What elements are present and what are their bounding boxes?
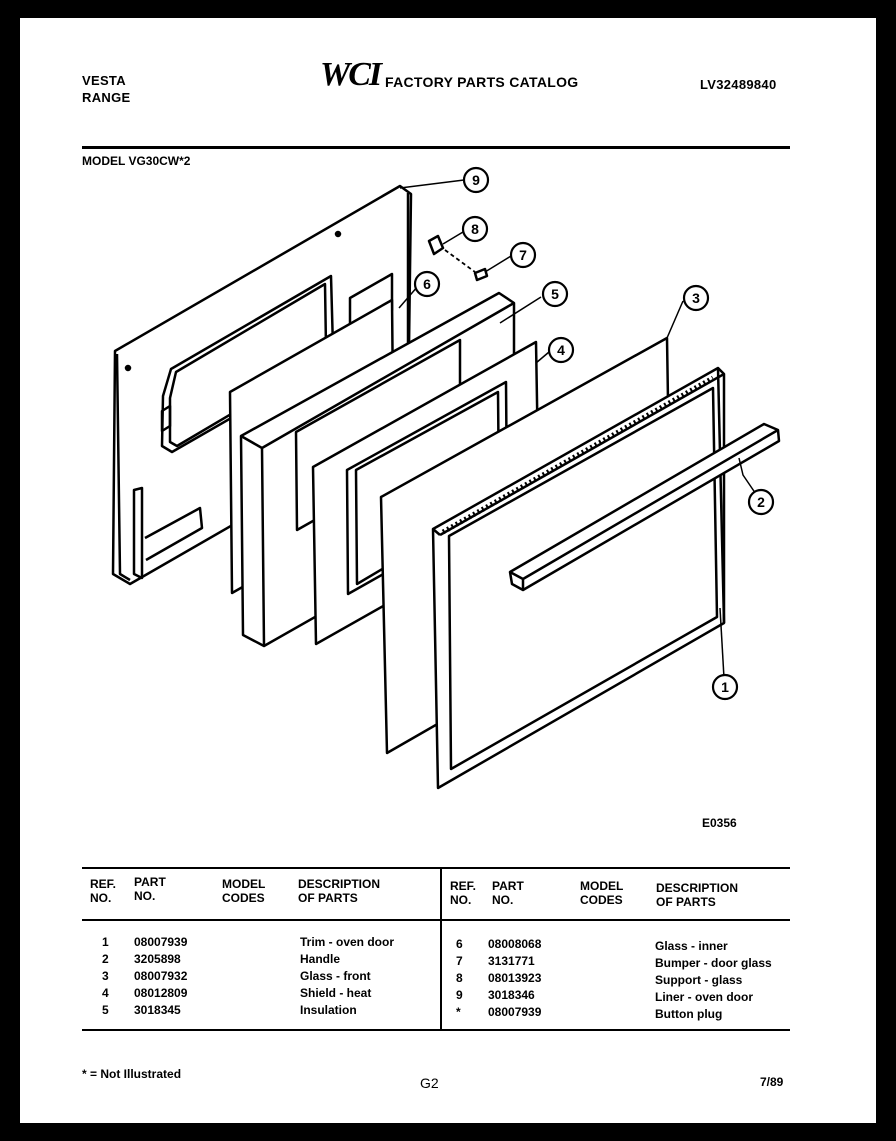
callout-8: 8 [461, 215, 489, 243]
callout-3: 3 [682, 284, 710, 312]
right-ref-header: REF. NO. [450, 879, 476, 907]
catalog-number: LV32489840 [700, 77, 777, 92]
table-cell: 3131771 [488, 954, 535, 968]
table-cell: 2 [102, 952, 109, 966]
right-desc-column: Glass - inner Bumper - door glass Suppor… [655, 938, 772, 1023]
table-cell: Handle [300, 952, 341, 966]
callout-2-label: 2 [757, 494, 765, 510]
part-2-handle [508, 422, 781, 592]
callout-4: 4 [547, 336, 575, 364]
right-part-column: 08008068 3131771 08013923 3018346 080079… [488, 936, 541, 1021]
table-cell: 08008068 [488, 937, 542, 951]
header-rule [82, 146, 790, 149]
callout-5: 5 [541, 280, 569, 308]
header-text: DESCRIPTION [298, 877, 381, 891]
wci-logo: WCI [320, 56, 382, 93]
right-model-header: MODEL CODES [580, 879, 623, 907]
catalog-page: VESTA RANGE WCI FACTORY PARTS CATALOG LV… [20, 18, 876, 1123]
header-text: CODES [580, 893, 623, 907]
table-cell: 3205898 [134, 952, 181, 966]
table-cell: 9 [456, 988, 463, 1002]
header-text: REF. [90, 877, 117, 891]
table-cell: 4 [102, 986, 109, 1000]
table-cell: 5 [102, 1003, 109, 1017]
callout-4-label: 4 [557, 342, 565, 358]
callout-2: 2 [747, 488, 775, 516]
header-text: NO. [450, 893, 472, 907]
callout-7-label: 7 [519, 247, 527, 263]
brand-line-2: RANGE [82, 90, 131, 105]
table-cell: Liner - oven door [655, 990, 754, 1004]
left-part-column: 08007939 3205898 08007932 08012809 30183… [134, 934, 187, 1019]
left-ref-column: 1 2 3 4 5 [102, 934, 109, 1019]
table-cell: 8 [456, 971, 463, 985]
table-bottom-rule [82, 1029, 790, 1031]
table-cell: 3018345 [134, 1003, 181, 1017]
right-desc-header: DESCRIPTION OF PARTS [656, 881, 738, 909]
table-cell: 08007939 [134, 935, 188, 949]
left-part-header: PART NO. [134, 875, 166, 903]
table-cell: Shield - heat [300, 986, 372, 1000]
callout-3-label: 3 [692, 290, 700, 306]
page-number: G2 [420, 1075, 439, 1091]
header-text: MODEL [222, 877, 266, 891]
header-text: OF PARTS [656, 895, 716, 909]
header-text: PART [134, 875, 166, 889]
left-ref-header: REF. NO. [90, 877, 116, 905]
table-cell: 08007932 [134, 969, 188, 983]
table-cell: Bumper - door glass [655, 956, 772, 970]
table-cell: Insulation [300, 1003, 357, 1017]
oven-door-exploded-diagram: 9 8 7 6 5 4 3 2 [111, 166, 781, 790]
table-cell: 3018346 [488, 988, 535, 1002]
table-cell: Button plug [655, 1007, 723, 1021]
table-divider [440, 869, 442, 1031]
table-cell: 08013923 [488, 971, 542, 985]
table-cell: 7 [456, 954, 463, 968]
header-text: MODEL [580, 879, 624, 893]
table-header-rule [82, 919, 790, 921]
table-top-rule [82, 867, 790, 869]
table-cell: 3 [102, 969, 109, 983]
table-cell: * [456, 1005, 461, 1019]
left-desc-header: DESCRIPTION OF PARTS [298, 877, 380, 905]
table-cell: 1 [102, 935, 109, 949]
header-text: NO. [90, 891, 112, 905]
part-1-door-trim [431, 366, 726, 790]
callout-8-label: 8 [471, 221, 479, 237]
callout-9: 9 [462, 166, 490, 194]
callout-5-label: 5 [551, 286, 559, 302]
issue-date: 7/89 [760, 1075, 784, 1089]
table-cell: Glass - inner [655, 939, 728, 953]
figure-code: E0356 [702, 816, 737, 830]
right-part-header: PART NO. [492, 879, 524, 907]
header-text: REF. [450, 879, 477, 893]
header-text: DESCRIPTION [656, 881, 739, 895]
callout-1: 1 [711, 673, 739, 701]
not-illustrated-note: * = Not Illustrated [82, 1067, 182, 1081]
header-text: NO. [492, 893, 514, 907]
table-cell: 08007939 [488, 1005, 542, 1019]
table-cell: Support - glass [655, 973, 743, 987]
callout-9-label: 9 [472, 172, 480, 188]
left-model-header: MODEL CODES [222, 877, 265, 905]
header-text: OF PARTS [298, 891, 358, 905]
callout-6-label: 6 [423, 276, 431, 292]
model-label: MODEL VG30CW*2 [82, 154, 191, 168]
brand-line-1: VESTA [82, 73, 126, 88]
table-cell: Glass - front [300, 969, 371, 983]
catalog-title: FACTORY PARTS CATALOG [385, 74, 579, 90]
table-cell: 6 [456, 937, 463, 951]
part-8-glass-support [427, 234, 445, 256]
callout-7: 7 [509, 241, 537, 269]
part-7-bumper [473, 267, 489, 282]
table-cell: Trim - oven door [300, 935, 395, 949]
table-cell: 08012809 [134, 986, 188, 1000]
header-text: PART [492, 879, 524, 893]
header-text: NO. [134, 889, 156, 903]
callout-6: 6 [413, 270, 441, 298]
left-desc-column: Trim - oven door Handle Glass - front Sh… [300, 934, 394, 1019]
header-text: CODES [222, 891, 265, 905]
callout-1-label: 1 [721, 679, 729, 695]
right-ref-column: 6 7 8 9 * [456, 936, 463, 1021]
